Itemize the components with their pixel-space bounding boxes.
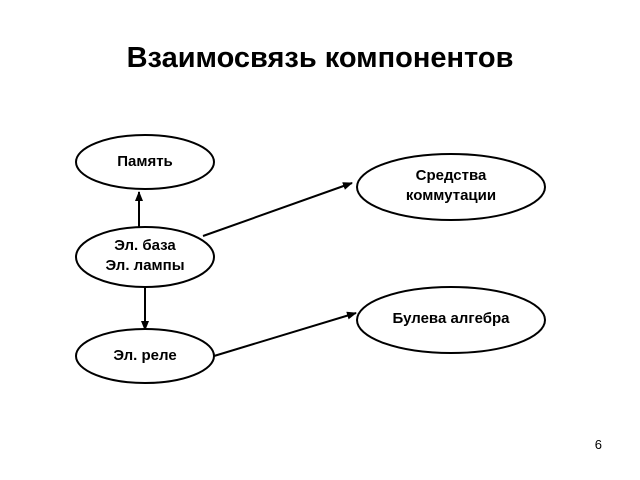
node-boolean-label: Булева алгебра [392,310,510,327]
node-switching [356,153,546,221]
node-relay [75,328,215,384]
node-relay-label: Эл. реле [113,347,177,364]
node-memory-label: Память [117,153,173,170]
node-memory [75,134,215,190]
node-base-label: Эл. база Эл. лампы [76,236,214,276]
node-switching-line2: коммутации [405,187,497,204]
node-switching-label: Средства коммутации [357,166,545,206]
page-number: 6 [594,437,602,452]
node-switching-line1: Средства [415,167,487,184]
edge-base-to-switching [202,182,353,237]
node-base-line1: Эл. база [114,237,176,254]
node-base [75,226,215,288]
page-title: Взаимосвязь компонентов [126,42,514,74]
node-boolean [356,286,546,354]
edge-relay-to-boolean [213,311,357,357]
node-base-line2: Эл. лампы [105,257,185,274]
